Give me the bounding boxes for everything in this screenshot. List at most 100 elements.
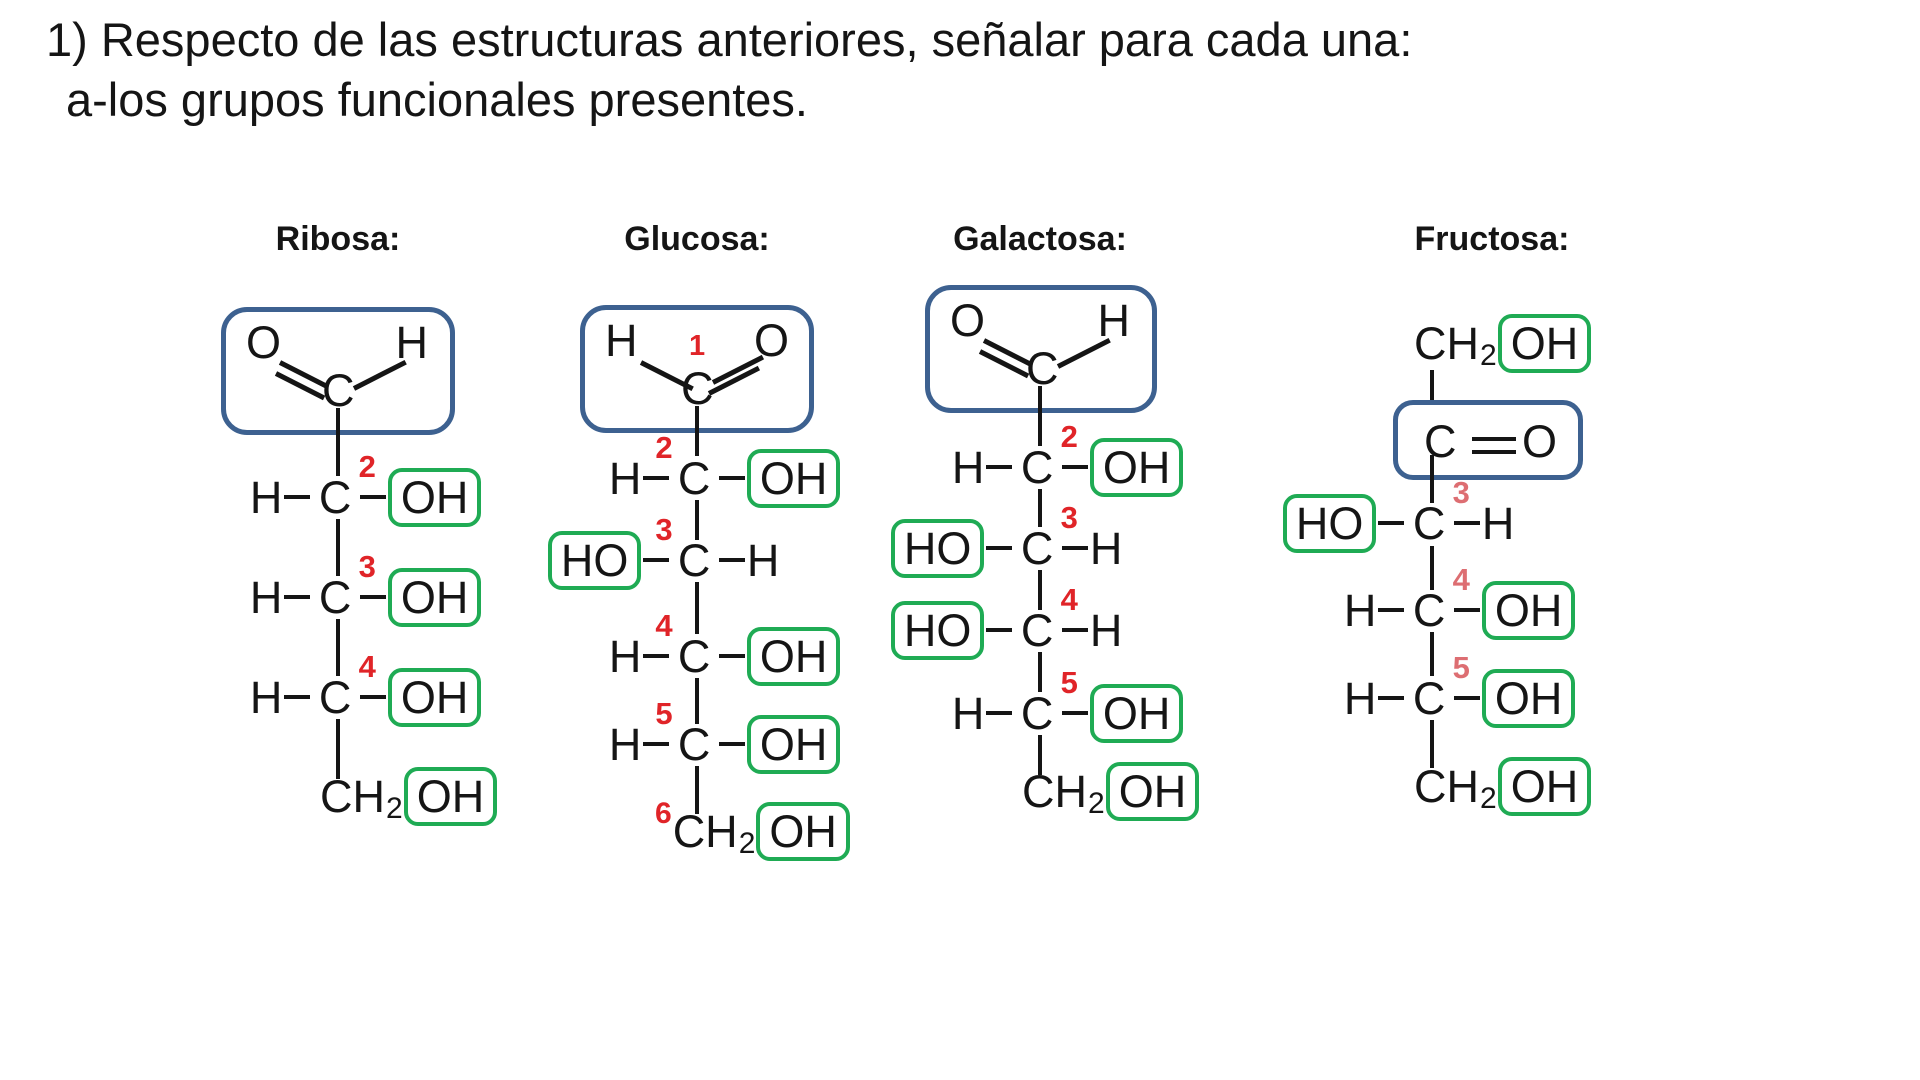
- carbon-atom: C: [1026, 343, 1059, 394]
- bond-horizontal: [359, 595, 386, 599]
- carbon-atom: C: [1412, 672, 1446, 724]
- double-bond-line: [1472, 450, 1516, 454]
- hydroxyl-group: OH: [769, 806, 837, 857]
- single-bond-line: [1056, 337, 1111, 369]
- subscript-2: 2: [1480, 338, 1497, 372]
- bond-horizontal: [643, 654, 670, 658]
- bond-horizontal: [986, 465, 1013, 469]
- bond-vertical: [1430, 370, 1434, 404]
- bond-vertical: [695, 582, 699, 634]
- ch-group: CH: [1414, 761, 1479, 812]
- bond-vertical: [1430, 632, 1434, 676]
- bond-horizontal: [1378, 521, 1405, 525]
- bond-horizontal: [284, 695, 311, 699]
- bond-vertical: [1038, 386, 1042, 446]
- carbon-atom: C: [1020, 687, 1054, 739]
- hydroxyl-group: HO: [903, 604, 972, 656]
- hydroxyl-highlight-box: OH: [1105, 762, 1200, 821]
- hydroxyl-highlight-box: OH: [1497, 314, 1592, 373]
- bond-horizontal: [1453, 608, 1480, 612]
- hydroxyl-group: OH: [759, 630, 828, 682]
- bond-horizontal: [1378, 608, 1405, 612]
- hydroxyl-group: OH: [400, 571, 469, 623]
- bond-horizontal: [359, 495, 386, 499]
- carbon-number: 2: [655, 429, 673, 465]
- carbon-number: 2: [1060, 418, 1078, 454]
- carbon-atom: C: [1412, 497, 1446, 549]
- question-text-line-1: 1) Respecto de las estructuras anteriore…: [46, 13, 1413, 66]
- hydrogen-atom: H: [1089, 604, 1123, 656]
- ch-group: CH: [1414, 318, 1479, 369]
- carbon-atom: C: [318, 671, 352, 723]
- hydroxyl-group: HO: [903, 522, 972, 574]
- bond-horizontal: [718, 476, 745, 480]
- hydrogen-atom: H: [608, 630, 642, 682]
- bond-vertical: [1038, 735, 1042, 775]
- bond-horizontal: [1061, 628, 1088, 632]
- ch-group: CH: [672, 806, 738, 857]
- hydroxyl-highlight-box: OH: [387, 467, 482, 527]
- bond-vertical: [1430, 720, 1434, 768]
- hydrogen-atom: H: [746, 534, 780, 586]
- bond-horizontal: [718, 654, 745, 658]
- hydrogen-atom: H: [249, 571, 283, 623]
- bond-vertical: [1430, 455, 1434, 503]
- ketone-group-highlight-box: C O: [1393, 400, 1583, 480]
- hydrogen-atom: H: [249, 671, 283, 723]
- carbon-number: 3: [655, 511, 673, 547]
- hydroxyl-highlight-box: OH: [387, 667, 482, 727]
- hydrogen-atom: H: [1343, 584, 1377, 636]
- hydroxyl-highlight-box: HO: [1282, 493, 1377, 553]
- carbon-number: 4: [1060, 581, 1078, 617]
- hydroxyl-highlight-box: OH: [756, 802, 850, 861]
- carbon-atom: C: [318, 571, 352, 623]
- ch-group: CH: [320, 771, 385, 822]
- bond-vertical: [695, 678, 699, 724]
- hydroxyl-group: OH: [1102, 441, 1171, 493]
- bond-horizontal: [1453, 521, 1480, 525]
- subscript-2: 2: [1480, 781, 1497, 815]
- bond-horizontal: [643, 476, 670, 480]
- bond-horizontal: [986, 628, 1013, 632]
- molecule-name: Glucosa:: [624, 220, 770, 258]
- hydroxyl-group: OH: [1494, 672, 1563, 724]
- hydroxyl-group: HO: [1295, 497, 1364, 549]
- bond-horizontal: [1378, 696, 1405, 700]
- hydroxyl-highlight-box: OH: [1089, 683, 1184, 743]
- carbon-atom: C: [677, 630, 711, 682]
- hydrogen-atom: H: [1343, 672, 1377, 724]
- hydroxyl-group: OH: [400, 671, 469, 723]
- molecule-name: Ribosa:: [275, 220, 401, 258]
- carbon-atom: C: [1020, 522, 1054, 574]
- bond-horizontal: [986, 711, 1013, 715]
- oxygen-atom: O: [1522, 416, 1558, 467]
- carbon-number: 3: [1060, 499, 1078, 535]
- hydroxyl-group: OH: [400, 471, 469, 523]
- bond-horizontal: [643, 558, 670, 562]
- hydroxyl-group: OH: [1510, 318, 1579, 369]
- hydroxyl-highlight-box: HO: [890, 600, 985, 660]
- bond-vertical: [695, 766, 699, 814]
- question-text-line-2: a-los grupos funcionales presentes.: [66, 73, 808, 126]
- bond-horizontal: [718, 742, 745, 746]
- bond-horizontal: [1061, 465, 1088, 469]
- bond-horizontal: [284, 595, 311, 599]
- bond-vertical: [1038, 652, 1042, 692]
- bond-vertical: [1430, 546, 1434, 590]
- carbon-number: 5: [655, 695, 673, 731]
- carbon-atom: C: [1020, 604, 1054, 656]
- hydroxyl-group: OH: [1102, 687, 1171, 739]
- carbon-atom: C: [677, 534, 711, 586]
